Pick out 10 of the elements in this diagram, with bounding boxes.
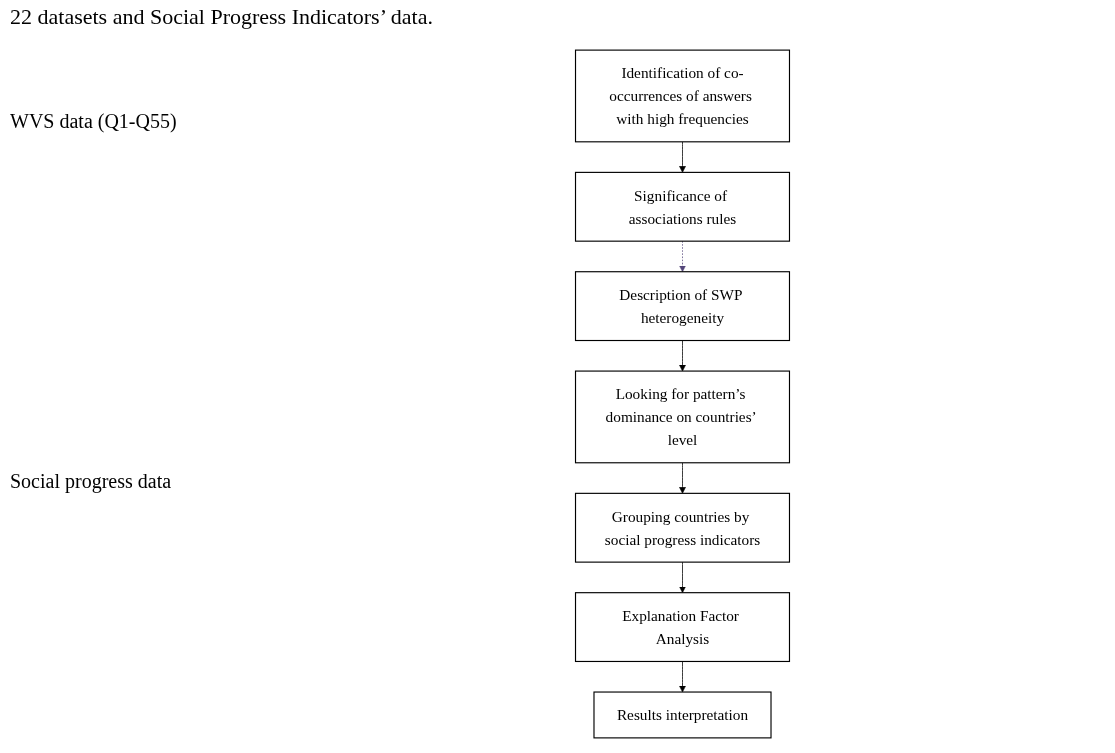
caption-fragment: 22 datasets and Social Progress Indicators’ data. [10, 4, 433, 30]
node-box: Description of SWP heterogeneity [574, 271, 791, 342]
node-box: Results interpretation [593, 691, 772, 739]
node-box: Significance of associations rules [574, 171, 791, 242]
node-box: Grouping countries by social progress indicators [574, 492, 791, 563]
group-label: WVS data (Q1-Q55) [10, 110, 177, 133]
node-box: Explanation Factor Analysis [574, 592, 791, 663]
node-box: Identification of co-occurrences of answers with high frequencies [574, 49, 791, 143]
group-label: Social progress data [10, 470, 172, 493]
node-box: Looking for pattern’s dominance on countries’ level [574, 370, 791, 464]
